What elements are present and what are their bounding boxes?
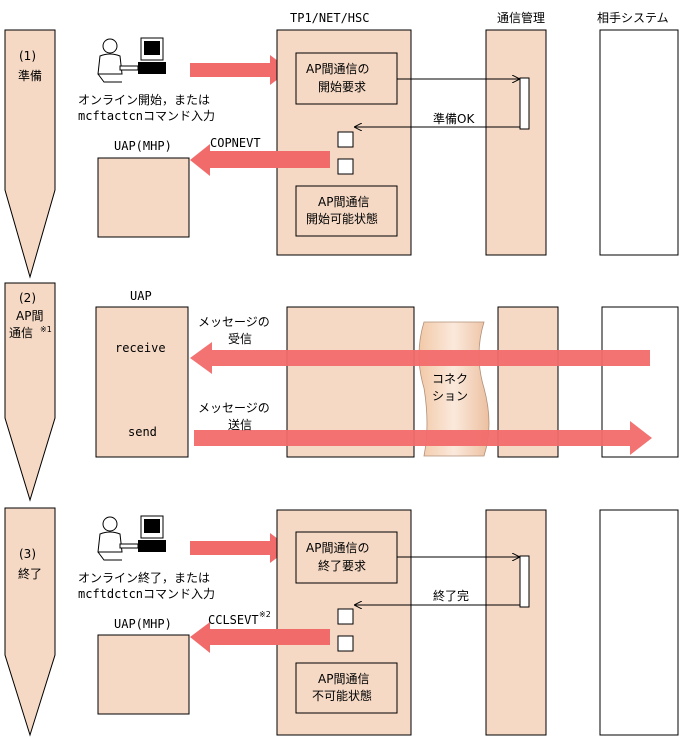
phase2-send: send [128,425,157,439]
phase1-state-line2: 開始可能状態 [306,211,378,226]
phase-1-number: (1) [19,49,36,63]
phase3-done-label: 終了完 [433,588,469,603]
header-comm: 通信管理 [497,10,545,25]
phase1-signal-box-2 [337,158,354,175]
phase-2-marker [4,282,56,502]
phase1-state-box [295,185,398,237]
phase3-request-line2: 終了要求 [318,558,366,573]
phase1-partner-box [599,29,679,256]
phase3-operator-line2: mcftdctcnコマンド入力 [78,587,215,601]
workstation-operator-icon [97,37,166,83]
connection-line1: コネク [432,372,468,386]
phase2-send-arrow [194,421,652,455]
phase2-uap-label: UAP [130,289,152,303]
phase3-comm-activation [519,555,530,608]
phase-3-title: 終了 [18,566,42,581]
phase1-event-arrow [190,144,330,176]
phase3-event-arrow [190,622,330,653]
phase2-send-line1: メッセージの [198,401,270,415]
phase3-uap-box [97,634,190,715]
phase3-event-label: CCLSEVT [208,613,259,627]
phase3-partner-box [599,509,679,736]
phase1-signal-box-1 [337,131,354,148]
phase2-receive: receive [115,341,166,355]
phase1-comm-box [485,29,547,256]
phase3-request-line1: AP間通信の [306,541,369,555]
phase1-start-arrow [190,55,290,85]
phase3-state-line2: 不可能状態 [312,688,372,703]
phase-3-marker [4,507,56,737]
phase3-state-line1: AP間通信 [318,672,369,686]
phase-1-title: 準備 [18,68,42,83]
phase2-uap-box [95,306,189,458]
phase3-event-note: ※2 [259,610,271,619]
phase3-operator-line1: オンライン終了，または [78,570,210,585]
phase1-operator-line1: オンライン開始，または [78,93,210,107]
phase1-request-line2: 開始要求 [318,80,366,94]
phase2-send-line2: 送信 [228,417,252,432]
phase1-operator-line2: mcftactcnコマンド入力 [78,109,215,123]
phase3-start-arrow [190,533,290,563]
phase3-uap-label: UAP(MHP) [114,617,172,631]
header-partner: 相手システム [597,11,669,25]
phase3-signal-box-2 [337,635,354,652]
phase2-receive-arrow [190,342,650,374]
phase-2-title-line1: AP間 [16,309,43,323]
phase3-signal-box-1 [337,608,354,625]
header-tp1: TP1/NET/HSC [290,11,369,25]
phase3-state-box [295,662,398,714]
phase1-request-line1: AP間通信の [306,62,369,76]
phase2-recv-line1: メッセージの [198,315,270,329]
connection-line2: ション [432,389,468,403]
phase3-request-box [295,531,398,584]
phase-2-note: ※1 [40,325,52,334]
phase-3-number: (3) [19,547,36,561]
phase1-ok-label: 準備OK [433,111,475,126]
phase2-recv-line2: 受信 [228,332,252,346]
phase1-uap-box [97,157,190,238]
phase1-state-line1: AP間通信 [318,195,369,209]
phase-2-number: (2) [19,291,36,305]
phase3-comm-box [485,509,547,736]
workstation-operator-icon [97,515,166,561]
phase-2-title-line2: 通信 [9,326,33,340]
phase1-comm-activation [519,77,530,130]
phase1-uap-label: UAP(MHP) [114,139,172,153]
phase1-event-label: COPNEVT [210,136,261,150]
phase1-request-box [295,52,398,105]
phase-1-marker [4,29,56,279]
